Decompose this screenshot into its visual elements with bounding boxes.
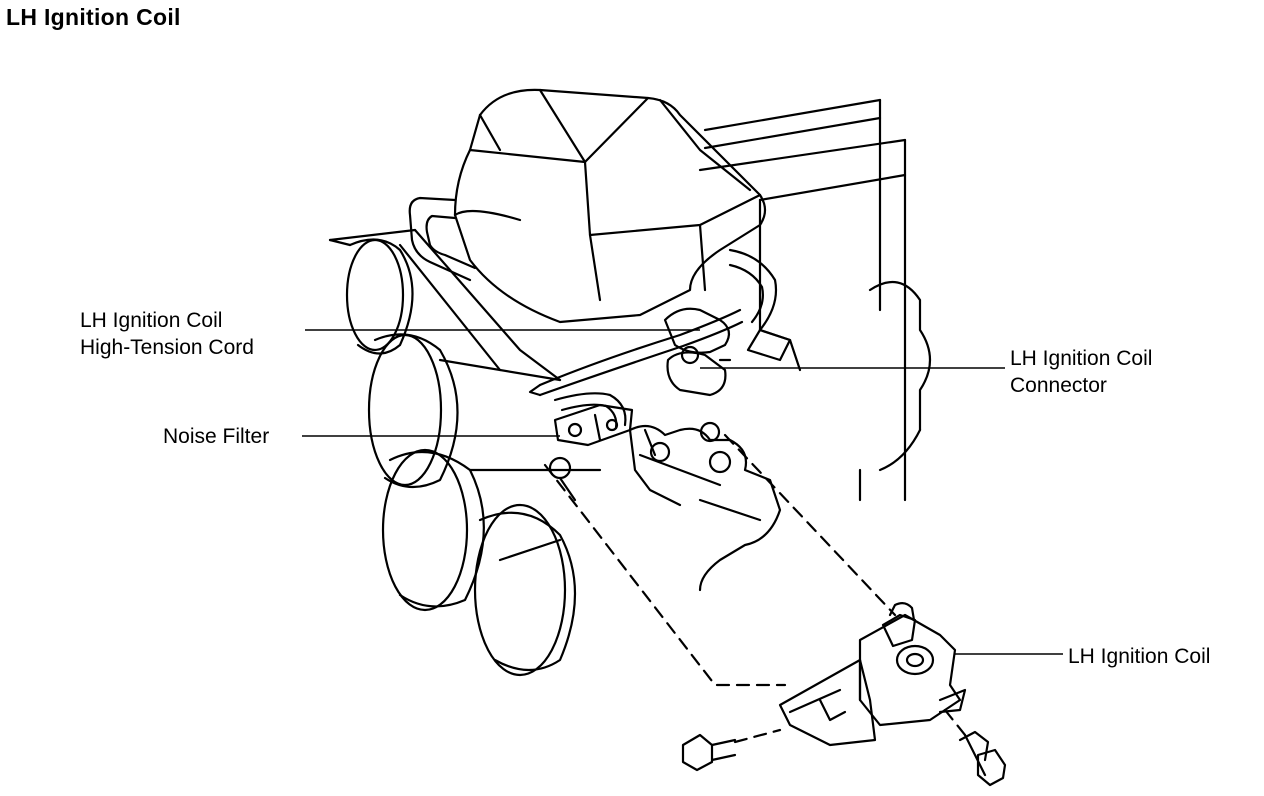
callout-high-tension-cord-line2: High-Tension Cord: [80, 336, 254, 359]
coil-connector: [663, 307, 732, 397]
callout-noise-filter-label: Noise Filter: [163, 425, 270, 448]
engine-pulleys: [345, 238, 602, 677]
callout-noise-filter: Noise Filter: [163, 423, 269, 450]
callout-connector-line2: Connector: [1010, 374, 1107, 397]
callout-connector-line1: LH Ignition Coil: [1010, 347, 1153, 370]
mounting-bolts: [681, 730, 1007, 787]
explode-lines: [543, 433, 967, 744]
engine-mount-bracket: [548, 421, 782, 592]
engine-bay-lines: [328, 98, 931, 502]
page-title: LH Ignition Coil: [6, 4, 181, 30]
ignition-coil-part: [778, 601, 967, 747]
callout-high-tension-cord: LH Ignition Coil High-Tension Cord: [80, 307, 254, 361]
intake-hoses: [398, 196, 562, 382]
high-tension-cord: [528, 248, 792, 430]
air-cleaner-housing: [453, 88, 767, 324]
callout-connector: LH Ignition Coil Connector: [1010, 345, 1152, 399]
callout-high-tension-cord-line1: LH Ignition Coil: [80, 309, 223, 332]
noise-filter-part: [553, 403, 634, 447]
callout-ignition-coil: LH Ignition Coil: [1068, 643, 1210, 670]
callout-ignition-coil-label: LH Ignition Coil: [1068, 645, 1211, 668]
